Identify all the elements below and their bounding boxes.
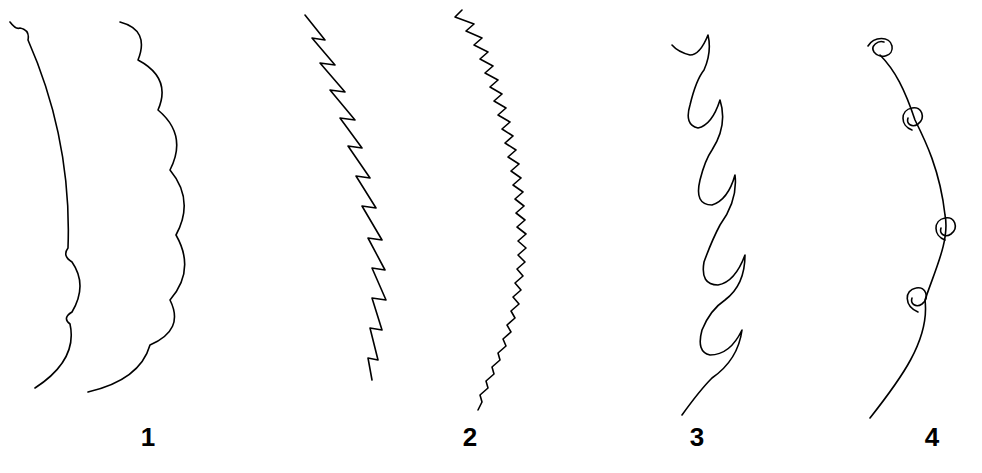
figure-number: 2 (463, 424, 477, 450)
figure-number: 3 (690, 424, 704, 450)
figure-number: 4 (925, 424, 939, 450)
figure-number: 1 (141, 424, 155, 450)
scalloped-edge (88, 22, 185, 392)
curl-loop (936, 218, 955, 240)
curl-loop (903, 108, 922, 130)
curled-edge (870, 55, 946, 418)
serrated-edge (455, 10, 526, 410)
curl-loop (907, 288, 926, 312)
hooked-edge (672, 35, 745, 415)
scalloped-edge (10, 22, 80, 388)
curl-loop (868, 39, 892, 57)
serrated-edge (305, 15, 386, 380)
